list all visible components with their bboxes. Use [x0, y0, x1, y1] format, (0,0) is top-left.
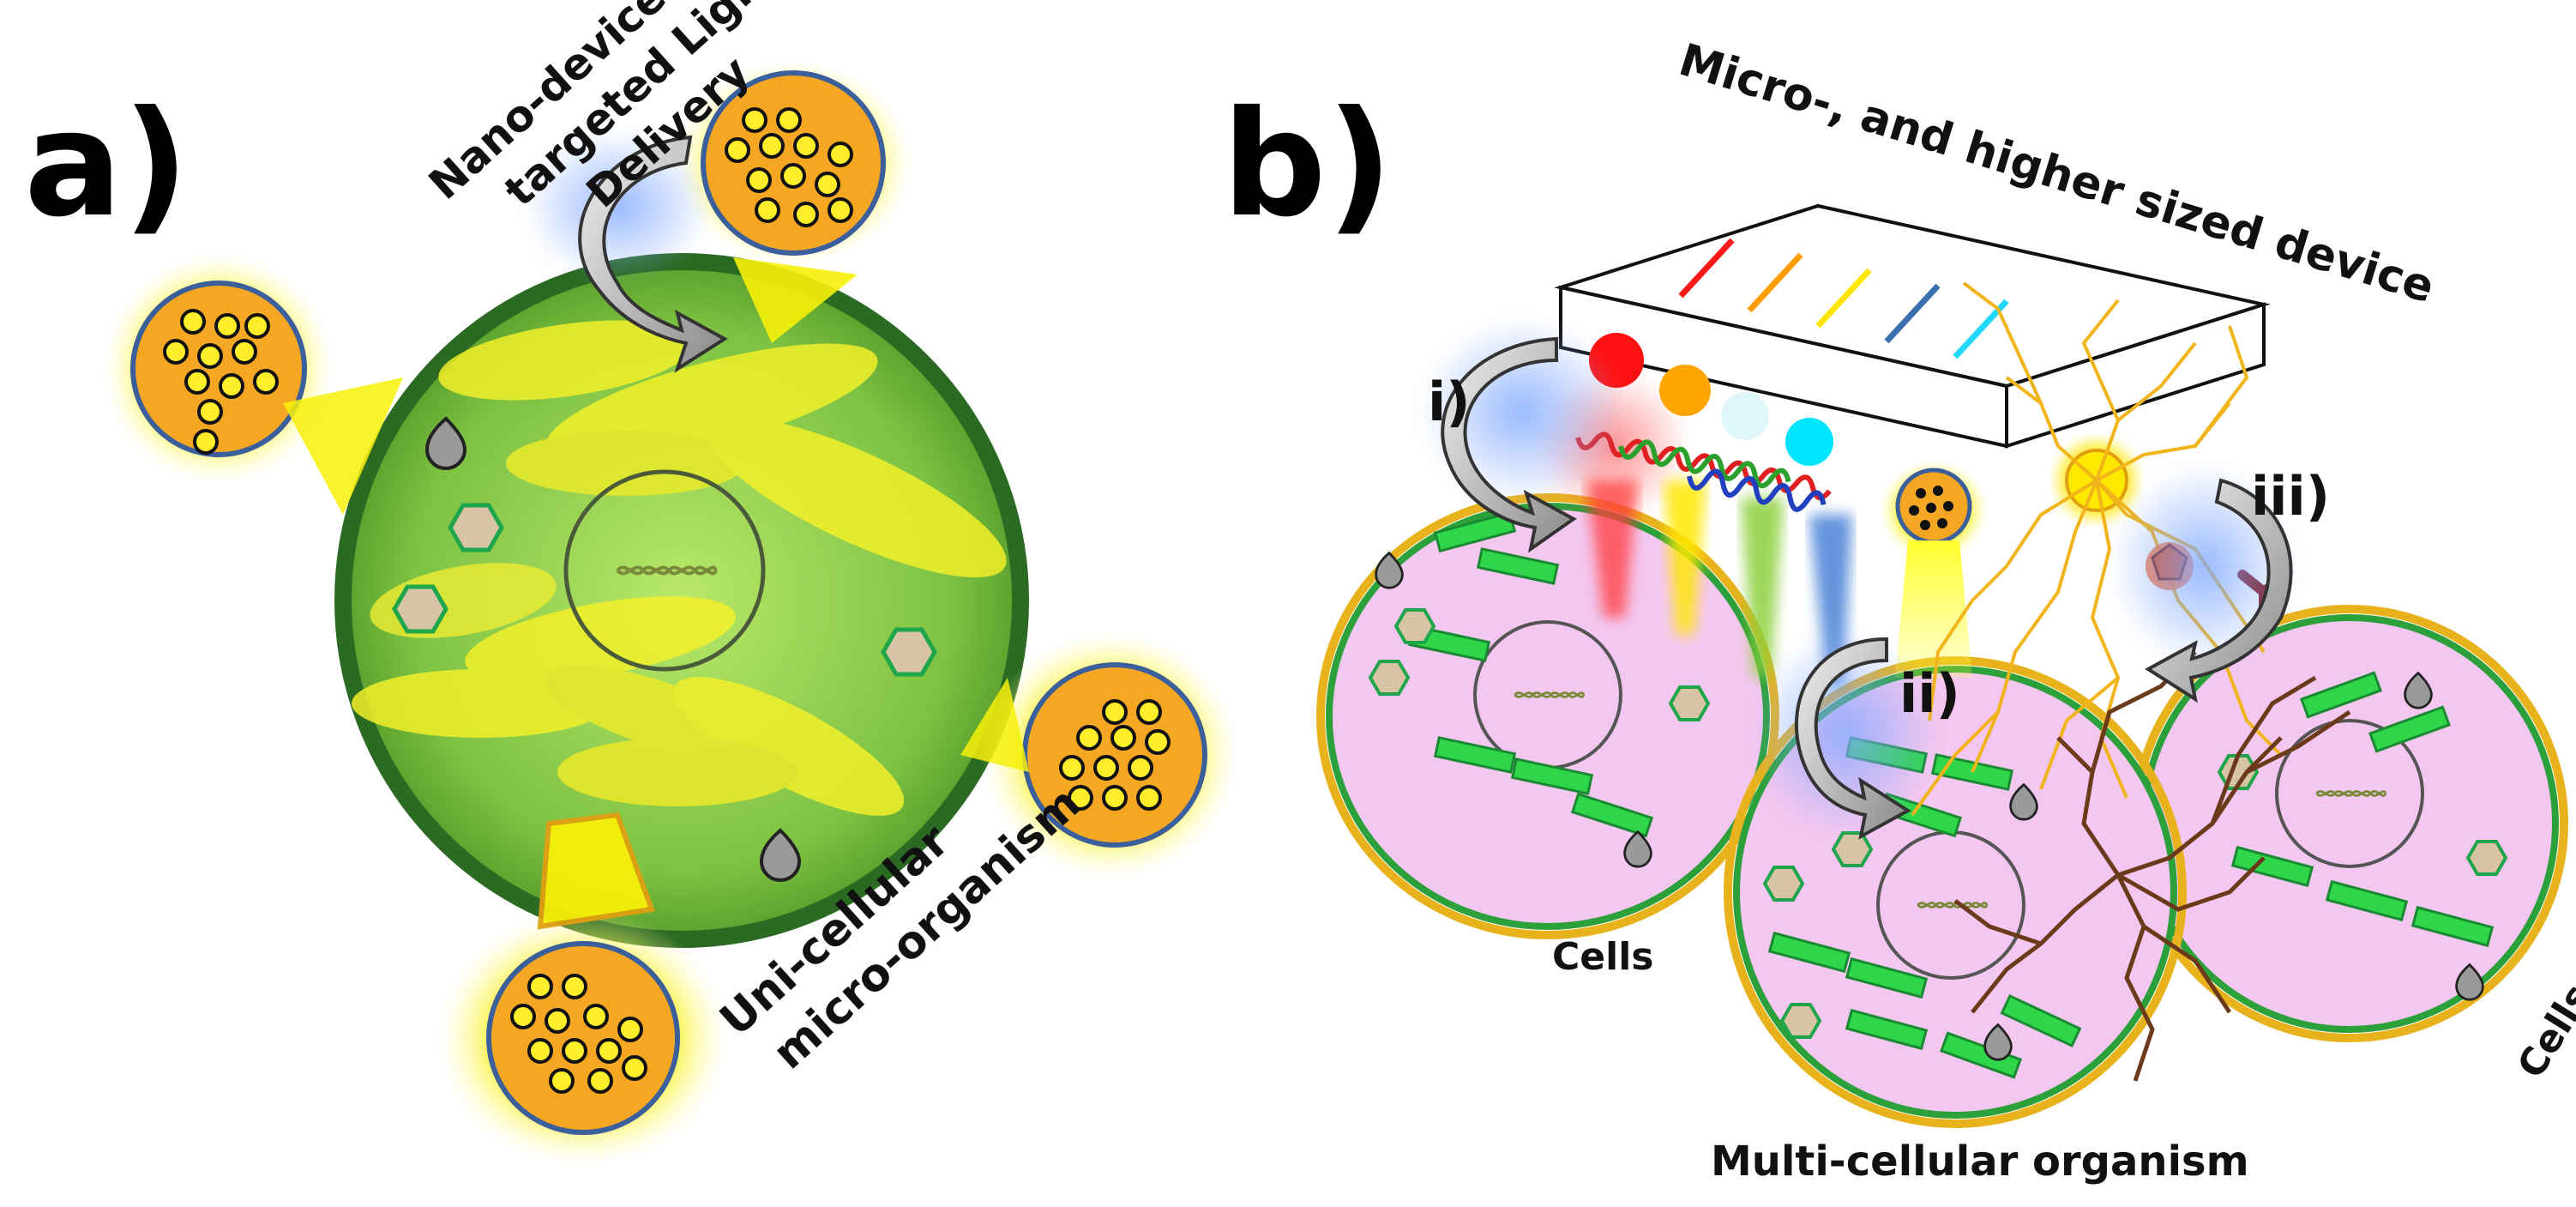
route-label-ii: ii) — [1899, 662, 1960, 725]
led-white — [1721, 392, 1769, 440]
multicellular-label: Multi-cellular organism — [1711, 1138, 2249, 1186]
cells-left-label: Cells — [1552, 935, 1654, 979]
brown-fibers — [1953, 650, 2351, 1082]
nano-device — [103, 253, 403, 515]
route-label-iii: iii) — [2251, 465, 2330, 528]
stripe-yellow — [1815, 268, 1872, 329]
stripe-red — [1678, 238, 1735, 299]
arrow-ii-icon — [1749, 631, 1938, 840]
cell-left — [1316, 493, 1779, 939]
hexagon-organelle — [1780, 1003, 1821, 1039]
hexagon-organelle — [1763, 866, 1804, 902]
route-label-i: i) — [1428, 371, 1471, 433]
hexagon-organelle — [1832, 831, 1873, 867]
led-cyan — [1785, 418, 1833, 466]
light-ellipses — [352, 320, 1007, 816]
vesicle-drop-icon — [1375, 552, 1404, 589]
hexagon-organelle — [394, 587, 446, 631]
led-orange — [1659, 365, 1711, 416]
hexagon-organelle — [450, 505, 502, 550]
unicellular-organism — [334, 253, 1029, 948]
light-device — [1554, 203, 2271, 678]
panel-b: b) Micro-, and higher sized device — [1222, 34, 2576, 1186]
cells-right-label: Cells — [2509, 976, 2576, 1086]
panel-a-label: a) — [24, 80, 189, 250]
arrow-i-icon — [1419, 317, 1625, 553]
hexagon-organelle — [1369, 660, 1410, 696]
arrow-iii-icon — [2110, 463, 2298, 703]
panel-a: a) — [24, 0, 1239, 1167]
nano-device — [437, 812, 729, 1167]
nano-device — [960, 631, 1239, 879]
curved-arrow-icon — [523, 129, 728, 373]
nano-device — [673, 60, 913, 343]
hexagon-organelle — [2466, 840, 2507, 876]
hexagon-organelle — [1394, 608, 1435, 644]
stripe-orange — [1747, 252, 1803, 313]
panel-b-label: b) — [1222, 80, 1393, 250]
cells-right-label-group: Cells — [2509, 976, 2576, 1086]
hexagon-organelle — [1669, 685, 1710, 721]
stripe-blue — [1884, 283, 1941, 344]
hexagon-organelle — [883, 630, 935, 674]
embedded-nano-device — [1878, 459, 1989, 678]
nucleus — [563, 469, 766, 672]
